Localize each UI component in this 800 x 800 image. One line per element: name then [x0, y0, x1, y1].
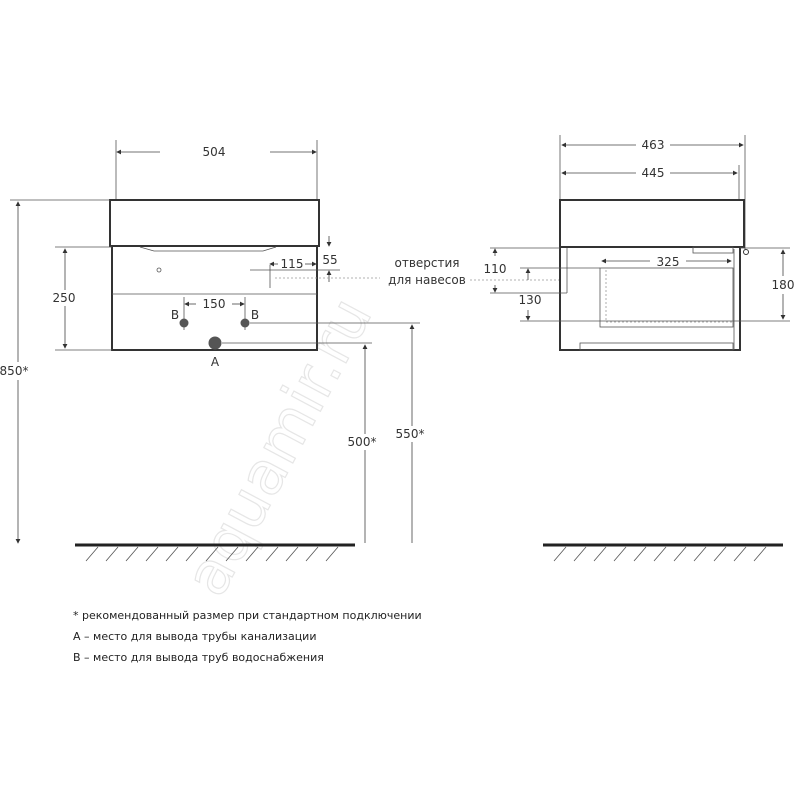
- supply-hole-left: [179, 318, 189, 328]
- hanging-holes-label-1: отверстия: [394, 256, 459, 270]
- drain-label: A: [211, 355, 220, 369]
- supply-label-right: B: [251, 308, 259, 322]
- drawer-height-label: 250: [53, 291, 76, 305]
- offset-110-label: 110: [484, 262, 507, 276]
- supply-label-left: B: [171, 308, 179, 322]
- drawer-handle: [139, 246, 277, 252]
- note-recommended: * рекомендованный размер при стандартном…: [73, 609, 422, 622]
- drawer-depth-label: 325: [657, 255, 680, 269]
- drawer-box: [599, 267, 734, 328]
- side-countertop: [559, 199, 745, 248]
- countertop: [109, 199, 320, 247]
- note-supply: B – место для вывода труб водоснабжения: [73, 651, 324, 664]
- hanging-holes-label-2: для навесов: [388, 273, 466, 287]
- hole-offset-y-label: 55: [322, 253, 337, 267]
- floor-side: [543, 543, 783, 562]
- side-view: 463 445 325 180 110 130: [484, 135, 800, 351]
- hole-offset-x-label: 115: [281, 257, 304, 271]
- offset-130-label: 130: [519, 293, 542, 307]
- front-view: 504 250 850* 55 115 150 B B: [0, 140, 433, 544]
- cabinet-body: [111, 245, 318, 351]
- top-depth-label: 463: [642, 138, 665, 152]
- pipe-spacing-label: 150: [203, 297, 226, 311]
- note-drain: A – место для вывода трубы канализации: [73, 630, 316, 643]
- side-cabinet-body: [559, 246, 741, 351]
- supply-hole-right: [240, 318, 250, 328]
- supply-height-label: 550*: [396, 427, 425, 441]
- body-depth-label: 445: [642, 166, 665, 180]
- drawer-height-side-label: 180: [772, 278, 795, 292]
- floor-front: [75, 543, 355, 562]
- total-height-label: 850*: [0, 364, 28, 378]
- drain-hole: [208, 336, 222, 350]
- width-label: 504: [203, 145, 226, 159]
- drain-height-label: 500*: [348, 435, 377, 449]
